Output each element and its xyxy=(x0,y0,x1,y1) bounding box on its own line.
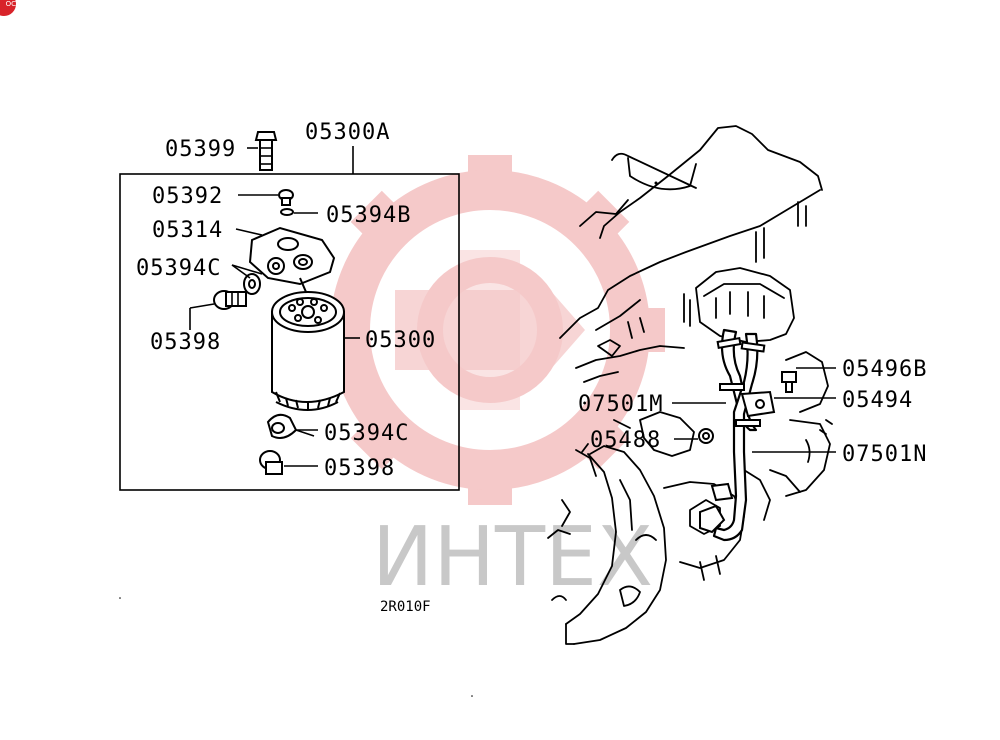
washer-05394B xyxy=(280,208,294,216)
gasket-05394C-lower xyxy=(266,413,298,439)
label-05394C-lower: 05394C xyxy=(324,421,409,446)
gasket-05394C-upper xyxy=(243,273,261,295)
label-05394C-upper: 05394C xyxy=(136,256,221,281)
filter-assembly-box xyxy=(119,173,460,491)
label-05394B: 05394B xyxy=(326,203,411,228)
label-05398-lower: 05398 xyxy=(324,456,395,481)
watermark-text: ИНТЕХ xyxy=(372,510,653,605)
label-05314: 05314 xyxy=(152,218,223,243)
label-05398-upper: 05398 xyxy=(150,330,221,355)
label-05392: 05392 xyxy=(152,184,223,209)
banjo-bolt-05398-lower xyxy=(259,450,283,475)
filter-head-05314 xyxy=(248,226,336,297)
label-07501N: 07501N xyxy=(842,442,927,467)
clip-05488 xyxy=(698,428,714,444)
fuel-hose-assembly xyxy=(699,328,776,542)
watermark-logo xyxy=(315,155,665,505)
banjo-bolt-05398-upper xyxy=(213,290,247,310)
bolt-05496B xyxy=(781,371,797,393)
plug-05392 xyxy=(278,189,294,206)
label-05300A: 05300A xyxy=(305,120,390,145)
label-07501M: 07501M xyxy=(578,392,663,417)
label-05300: 05300 xyxy=(365,328,436,353)
drawing-code: 2R010F xyxy=(380,599,431,615)
label-05488: 05488 xyxy=(590,428,661,453)
corner-badge: OC xyxy=(0,0,16,16)
label-05399: 05399 xyxy=(165,137,236,162)
filter-element-05300 xyxy=(271,291,345,411)
label-05494: 05494 xyxy=(842,388,913,413)
bolt-05399 xyxy=(254,131,278,171)
label-05496B: 05496B xyxy=(842,357,927,382)
